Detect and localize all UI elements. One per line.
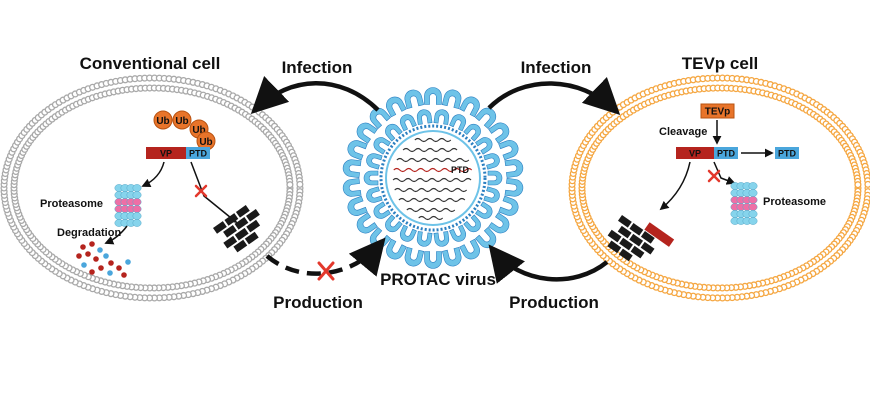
production-arrow-left-dashed — [265, 237, 386, 277]
genome-ptd-label: PTD — [451, 165, 470, 175]
vp-ptd-fusion: VP PTD — [146, 147, 210, 159]
protac-virus: PTD PROTAC virus — [342, 87, 524, 289]
svg-text:Ub: Ub — [192, 125, 205, 136]
tevp-cell-membrane — [568, 74, 870, 302]
ptd-label: PTD — [189, 149, 208, 159]
vp-label: VP — [160, 149, 172, 159]
virus-envelope — [379, 124, 487, 232]
vp-segment — [146, 147, 186, 159]
production-label-left: Production — [273, 293, 363, 312]
virus-label: PROTAC virus — [380, 270, 496, 289]
degraded-fragments — [76, 241, 131, 278]
svg-text:Ub: Ub — [175, 116, 188, 127]
ubiquitin-1: Ub — [153, 110, 173, 130]
red-x-icon — [317, 261, 335, 281]
bound-vp — [644, 222, 675, 247]
proteasome-icon — [730, 182, 758, 225]
ptd-segment — [186, 147, 210, 159]
ptd-segment — [714, 147, 738, 159]
to-proteasome-arrow — [141, 161, 165, 188]
production-label-right: Production — [509, 293, 599, 312]
infection-arrow-left — [250, 76, 380, 115]
conventional-cell: Conventional cell Ub Ub Ub Ub — [0, 54, 304, 302]
to-proteasome-arrow-tevp — [713, 161, 736, 185]
proteasome-label: Proteasome — [763, 196, 826, 208]
vp-ptd-fusion-tevp: VP PTD — [676, 147, 738, 159]
infection-arrow-right — [487, 77, 621, 116]
svg-text:Ub: Ub — [199, 137, 212, 148]
to-aggregate-arrow — [190, 161, 238, 224]
red-x-icon — [707, 169, 721, 183]
ubiquitin-2: Ub — [172, 110, 192, 130]
conventional-cell-title: Conventional cell — [80, 54, 221, 73]
svg-text:Ub: Ub — [156, 116, 169, 127]
tevp-enzyme: TEVp — [700, 103, 735, 119]
proteasome-label: Proteasome — [40, 198, 103, 210]
ubiquitin-chain: Ub Ub Ub Ub — [153, 110, 216, 151]
vp-segment — [676, 147, 714, 159]
proteasome-icon — [114, 184, 142, 227]
protein-aggregate-icon — [213, 205, 261, 253]
production-arrow-right — [488, 244, 609, 284]
red-x-icon — [194, 184, 208, 198]
tevp-cell: TEVp cell TEVp Cleavage VP PTD PTD Pro — [568, 54, 870, 302]
tevp-label: TEVp — [705, 107, 731, 118]
cleavage-label: Cleavage — [659, 126, 707, 138]
degradation-label: Degradation — [57, 227, 121, 239]
infection-label-right: Infection — [521, 58, 592, 77]
tevp-cell-title: TEVp cell — [682, 54, 759, 73]
virus-particle-icon — [342, 87, 524, 269]
to-degradation-arrow — [104, 225, 128, 245]
vp-label: VP — [689, 149, 701, 159]
to-aggregate-arrow-tevp — [659, 161, 691, 211]
infection-label-left: Infection — [282, 58, 353, 77]
free-ptd-label: PTD — [778, 149, 797, 159]
viral-genome — [392, 137, 473, 221]
conventional-cell-membrane — [0, 74, 304, 302]
free-ptd: PTD — [775, 147, 799, 159]
ptd-label: PTD — [717, 149, 736, 159]
protein-aggregate-icon — [607, 214, 655, 262]
